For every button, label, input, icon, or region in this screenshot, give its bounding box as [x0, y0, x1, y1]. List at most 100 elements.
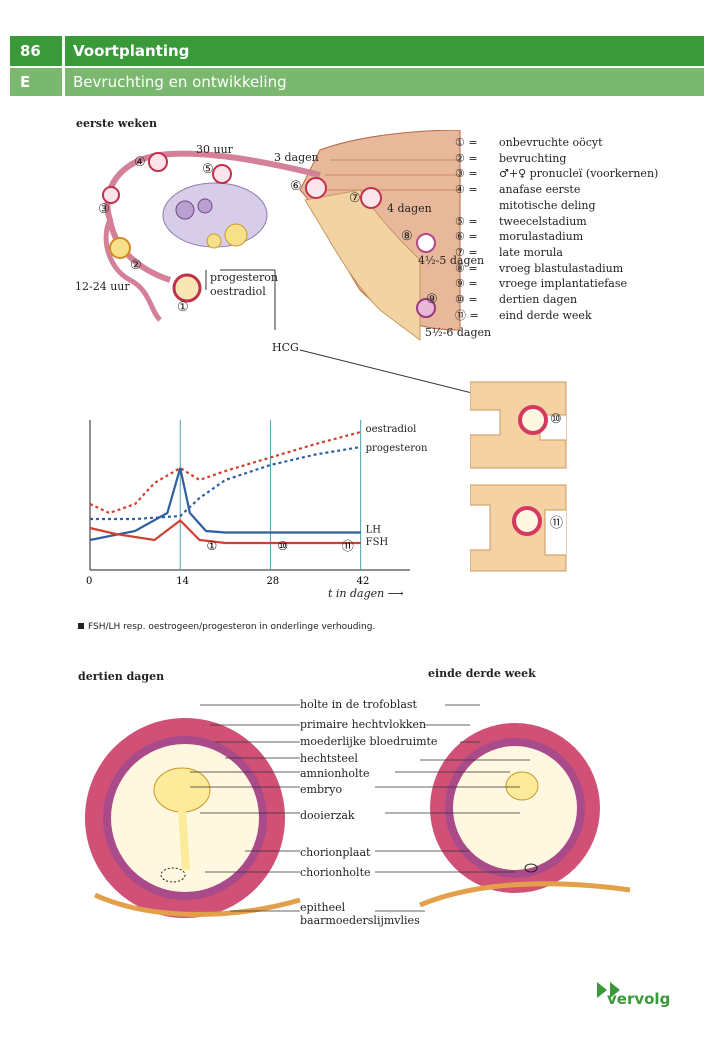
embryo-cross-sections: [85, 704, 631, 918]
series-label: oestradiol: [366, 424, 417, 435]
x-tick-label: 42: [357, 576, 370, 587]
structure-label: baarmoederslijmvlies: [300, 914, 420, 927]
x-tick-label: 14: [176, 576, 189, 587]
legend-row: ⑤ =tweecelstadium: [455, 214, 658, 230]
legend-text: ♂+♀ pronucleï (voorkernen): [499, 167, 659, 181]
legend-key: ⑧ =: [455, 261, 478, 275]
reproductive-tract-illustration: [102, 130, 541, 411]
legend-text: dertien dagen: [499, 293, 578, 307]
legend-key: [455, 198, 499, 214]
legend-row: ⑦ = late morula: [455, 245, 658, 261]
legend-row: ⑪ = eind derde week: [455, 308, 658, 324]
legend-text: eind derde week: [499, 308, 592, 322]
marker-2: ②: [130, 258, 142, 273]
legend-key: ⑦ =: [455, 245, 478, 259]
structure-label: chorionplaat: [300, 846, 371, 859]
legend-row: mitotische deling: [455, 198, 658, 214]
legend-text: morulastadium: [499, 230, 584, 244]
structure-label: chorionholte: [300, 866, 371, 879]
arrow-right-icon: [610, 981, 620, 998]
series-label: LH: [366, 525, 382, 536]
x-axis-label: t in dagen ⟶: [328, 587, 404, 600]
series-label: progesteron: [366, 443, 428, 454]
legend-row: ③ = ♂+♀ pronucleï (voorkernen): [455, 166, 658, 182]
marker-10: ⑩: [550, 412, 562, 427]
chapter-header: 86 Voortplanting: [10, 36, 704, 66]
structure-label: holte in de trofoblast: [300, 698, 417, 711]
legend-text: anafase eerste: [499, 183, 581, 197]
marker-4: ④: [134, 155, 146, 170]
x-tick-label: 0: [86, 576, 92, 587]
structure-label: primaire hechtvlokken: [300, 718, 427, 731]
label-12-24-uur: 12-24 uur: [75, 280, 130, 293]
chart-marker: ⑪: [342, 539, 354, 553]
label-oestradiol: oestradiol: [210, 285, 266, 298]
legend-key: ② =: [455, 151, 478, 165]
header-divider: [62, 68, 65, 96]
right-title: einde derde week: [428, 667, 536, 680]
section-letter: E: [20, 73, 31, 91]
legend-key: ① =: [455, 136, 478, 149]
next-label: vervolg: [597, 981, 670, 1008]
marker-5: ⑤: [202, 162, 214, 177]
chart-marker: ⑩: [277, 539, 288, 553]
legend-text: bevruchting: [499, 151, 567, 165]
label-4-dagen: 4 dagen: [387, 202, 432, 215]
legend-key: ④ =: [455, 183, 478, 197]
marker-8: ⑧: [401, 229, 413, 244]
label-3-dagen: 3 dagen: [274, 151, 319, 164]
structure-label: moederlijke bloedruimte: [300, 735, 438, 748]
implantation-panels: [470, 381, 567, 572]
marker-6: ⑥: [290, 179, 302, 194]
structure-label: hechtsteel: [300, 752, 358, 765]
legend-key: ⑨ =: [455, 277, 478, 291]
label-30-uur: 30 uur: [196, 143, 233, 156]
figure-caption: FSH/LH resp. oestrogeen/progesteron in o…: [78, 622, 375, 632]
legend-row: ⑥ = morulastadium: [455, 229, 658, 245]
marker-3: ③: [98, 202, 110, 217]
label-4-5-dagen: 4½-5 dagen: [418, 254, 485, 267]
legend-text: tweecelstadium: [499, 214, 587, 228]
legend-text: onbevruchte oöcyt: [499, 136, 603, 149]
legend-row: ⑩ = dertien dagen: [455, 292, 658, 308]
legend-key: ⑥ =: [455, 230, 478, 244]
legend-text: mitotische deling: [499, 198, 596, 212]
page-number: 86: [20, 42, 41, 60]
section-header: E Bevruchting en ontwikkeling: [10, 68, 704, 96]
structure-label: embryo: [300, 783, 343, 796]
label-hcg: HCG: [272, 341, 299, 354]
structure-label: epitheel: [300, 901, 346, 914]
series-line-LH: [89, 467, 361, 542]
series-label: FSH: [366, 537, 389, 548]
label-5-6-dagen: 5½-6 dagen: [425, 326, 492, 339]
legend-row: ⑨ = vroege implantatiefase: [455, 276, 658, 292]
label-progesteron: progesteron: [210, 271, 279, 284]
legend-text: vroege implantatiefase: [499, 277, 628, 291]
legend-row: ④ = anafase eerste: [455, 182, 658, 198]
series-line-FSH: [89, 519, 361, 545]
legend-text: vroeg blastulastadium: [499, 261, 624, 275]
series-line-oestradiol: [89, 430, 361, 515]
legend-row: ⑧ = vroeg blastulastadium: [455, 261, 658, 277]
structure-label: amnionholte: [300, 767, 370, 780]
chapter-title: Voortplanting: [73, 42, 190, 60]
legend-key: ⑪ =: [455, 308, 479, 322]
legend-text: late morula: [499, 245, 563, 259]
marker-1: ①: [177, 300, 189, 315]
left-title: dertien dagen: [78, 670, 165, 683]
legend: ① = onbevruchte oöcyt ② = bevruchting ③ = ♂+♀…: [455, 135, 658, 323]
figure-title: eerste weken: [76, 117, 157, 130]
legend-key: ③ =: [455, 167, 478, 181]
marker-11: ⑪: [550, 516, 564, 531]
structure-label: dooierzak: [300, 809, 355, 822]
chart-marker: ①: [206, 539, 217, 553]
header-divider: [62, 36, 65, 66]
legend-row: ② = bevruchting: [455, 151, 658, 167]
next-page-link[interactable]: vervolg: [594, 980, 670, 1008]
x-tick-label: 28: [266, 576, 279, 587]
section-title: Bevruchting en ontwikkeling: [73, 73, 287, 91]
legend-key: ⑩ =: [455, 293, 478, 307]
legend-row: ① = onbevruchte oöcyt: [455, 135, 658, 151]
marker-7: ⑦: [349, 191, 361, 206]
